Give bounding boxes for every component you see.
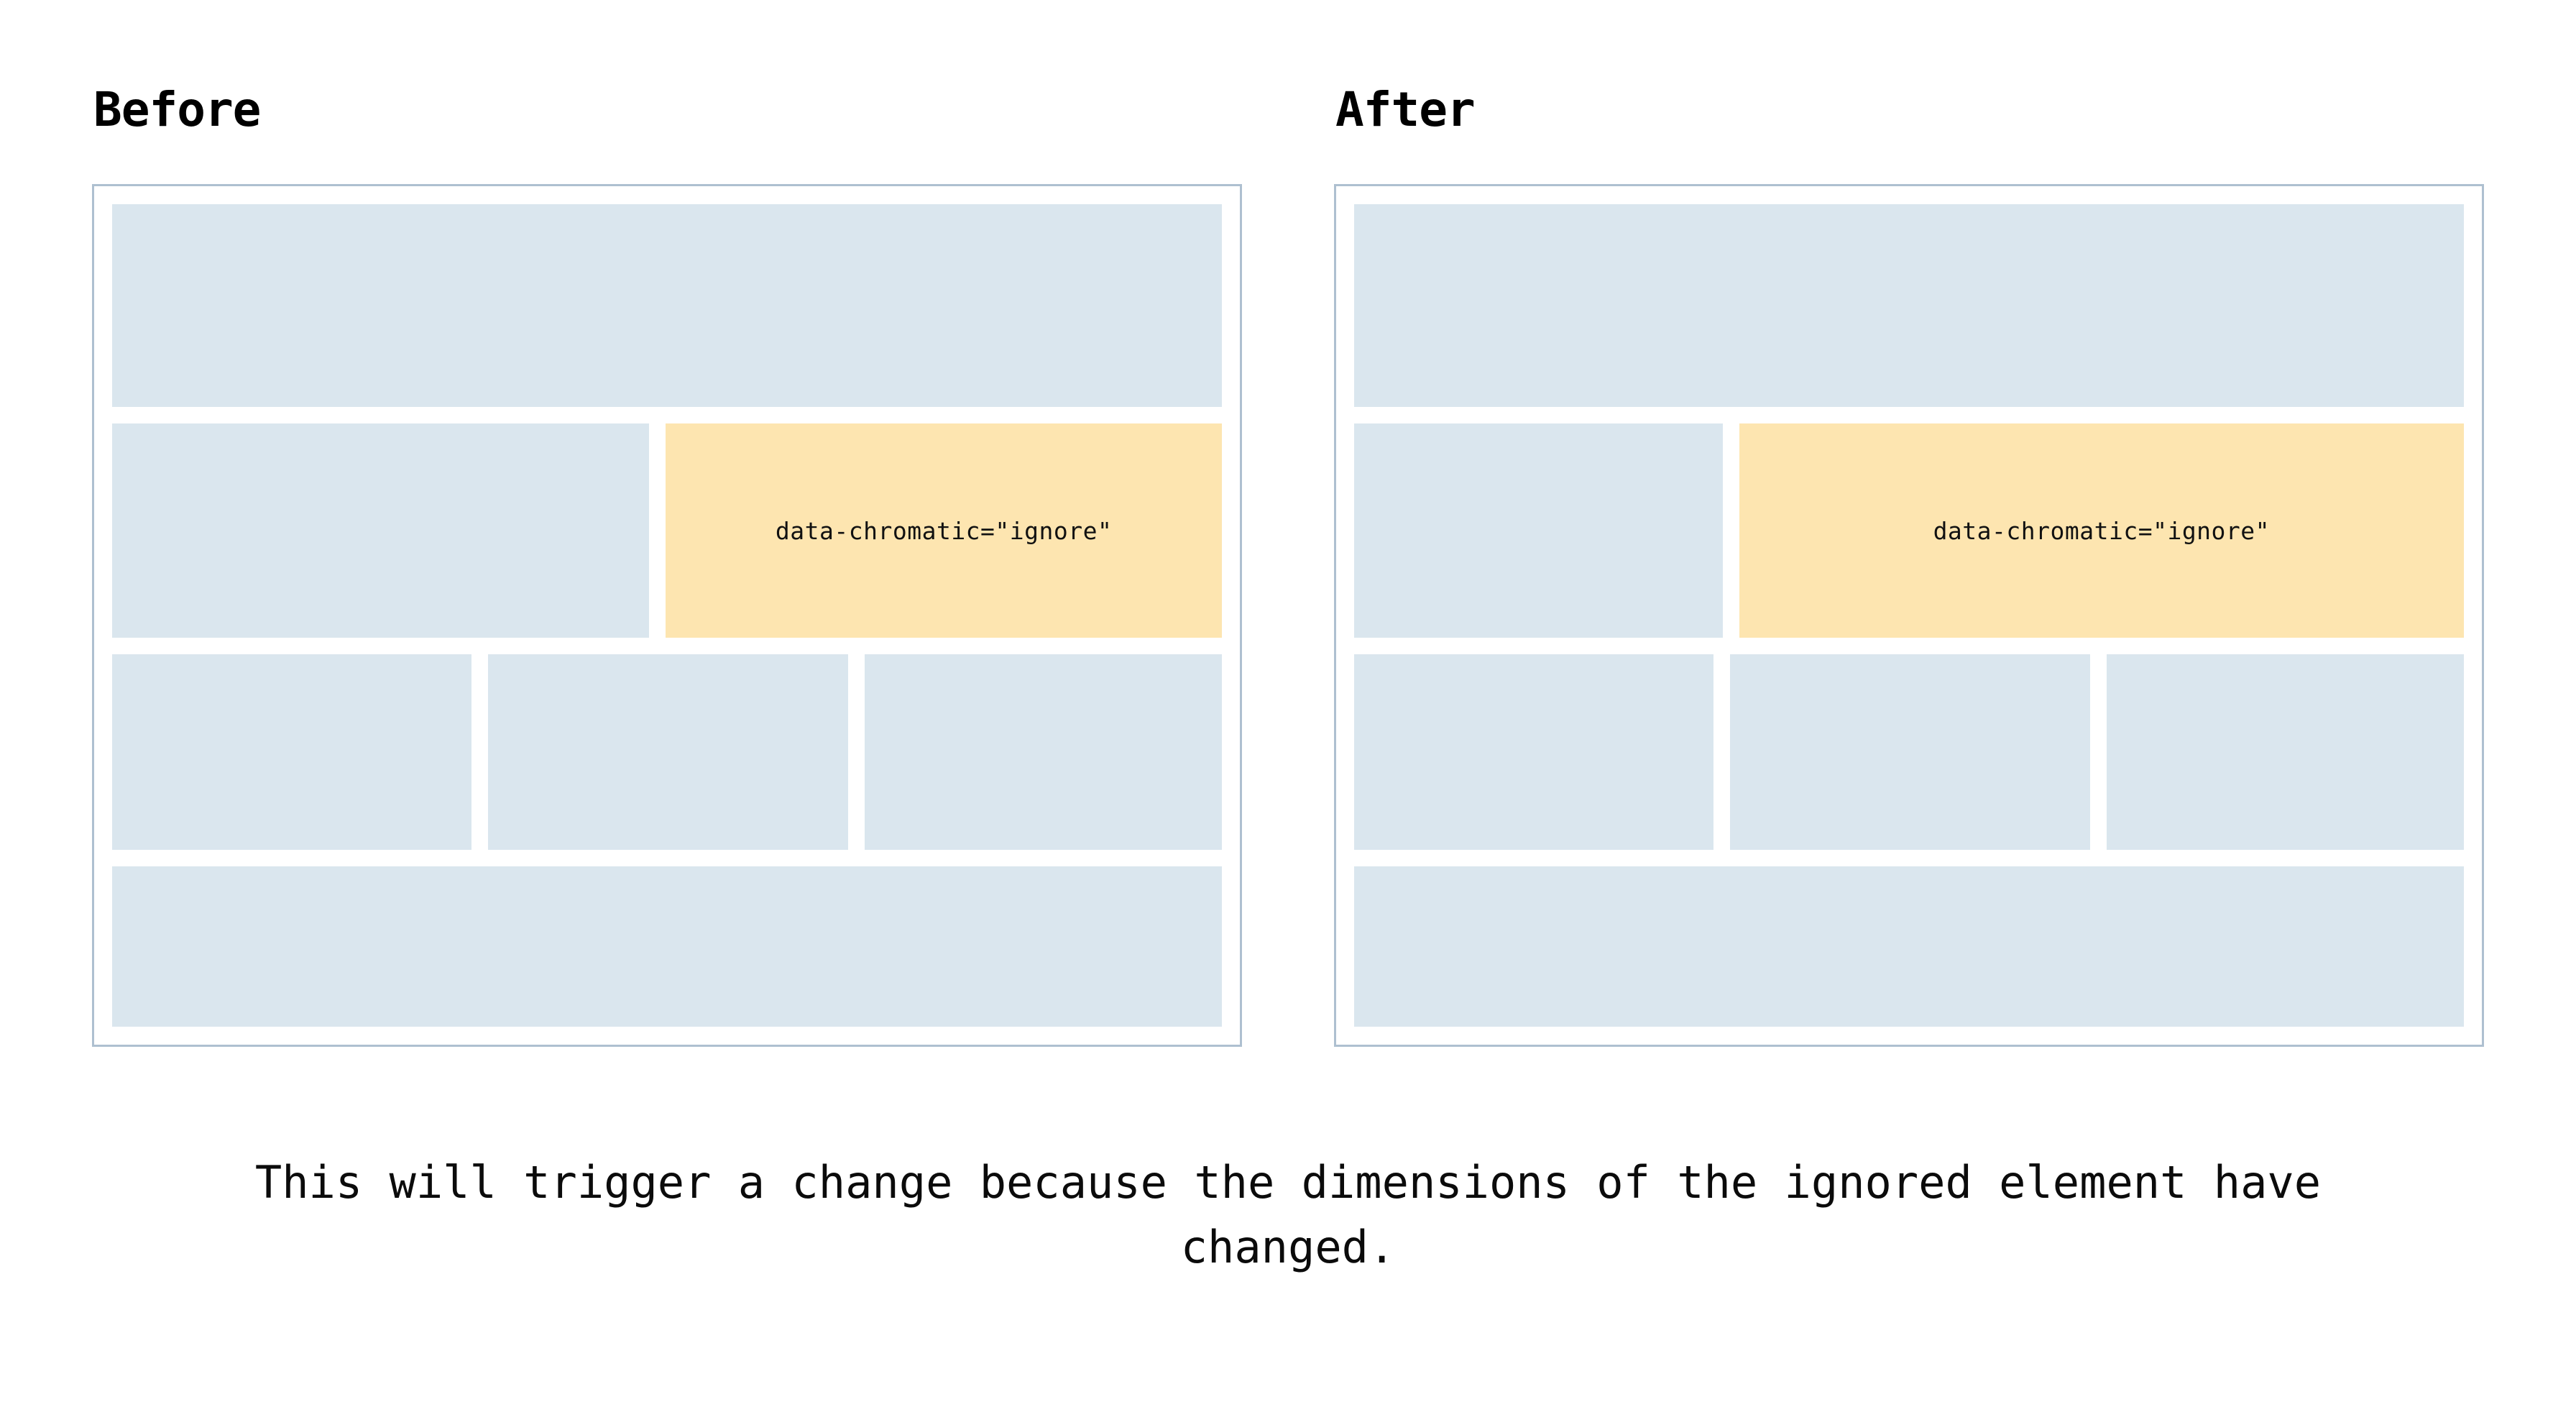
snapshot-panel-after: data-chromatic="ignore"	[1334, 184, 2484, 1047]
panel-title-before: Before	[93, 82, 261, 137]
placeholder-block	[112, 866, 1222, 1027]
layout-row-split-before: data-chromatic="ignore"	[112, 423, 1222, 638]
explanation-caption: This will trigger a change because the d…	[254, 1156, 2322, 1273]
panel-title-after: After	[1335, 82, 1476, 137]
ignored-element-label: data-chromatic="ignore"	[775, 516, 1113, 545]
ignored-element-after: data-chromatic="ignore"	[1739, 423, 2464, 638]
placeholder-block	[112, 423, 650, 638]
placeholder-block	[112, 654, 472, 850]
layout-row-footer-after	[1354, 866, 2464, 1027]
placeholder-block	[2106, 654, 2464, 850]
layout-row-columns-before	[112, 654, 1222, 850]
placeholder-block	[1354, 423, 1723, 638]
placeholder-block	[112, 204, 1222, 407]
layout-row-footer-before	[112, 866, 1222, 1027]
before-after-comparison: Before data-chromatic="ignore" A	[92, 0, 2484, 1047]
panel-wrapper-after: After data-chromatic="ignore"	[1334, 0, 2484, 1047]
placeholder-block	[1354, 866, 2464, 1027]
ignored-element-label: data-chromatic="ignore"	[1933, 516, 2271, 545]
layout-row-columns-after	[1354, 654, 2464, 850]
layout-row-header-after	[1354, 204, 2464, 407]
layout-row-header-before	[112, 204, 1222, 407]
panel-wrapper-before: Before data-chromatic="ignore"	[92, 0, 1242, 1047]
placeholder-block	[1354, 654, 1714, 850]
ignored-element-before: data-chromatic="ignore"	[666, 423, 1222, 638]
placeholder-block	[1354, 204, 2464, 407]
placeholder-block	[1730, 654, 2090, 850]
layout-row-split-after: data-chromatic="ignore"	[1354, 423, 2464, 638]
placeholder-block	[488, 654, 848, 850]
placeholder-block	[864, 654, 1222, 850]
snapshot-panel-before: data-chromatic="ignore"	[92, 184, 1242, 1047]
